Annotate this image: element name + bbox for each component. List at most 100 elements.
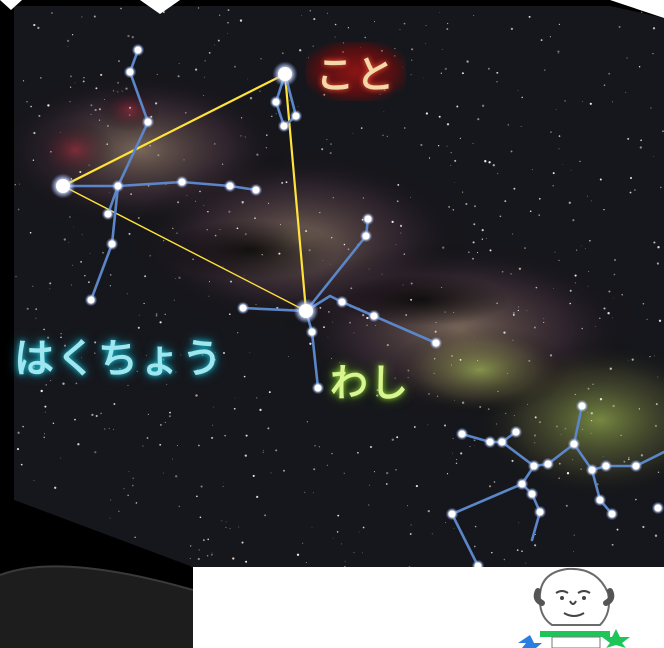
background-star xyxy=(488,408,490,410)
background-star xyxy=(26,101,27,102)
background-star xyxy=(289,100,290,101)
background-star xyxy=(67,40,69,42)
background-star xyxy=(494,481,495,482)
background-star xyxy=(517,549,519,551)
background-star xyxy=(565,428,567,430)
background-star xyxy=(211,554,212,555)
background-star xyxy=(556,109,557,110)
background-star xyxy=(94,109,96,111)
bald-man-mascot-icon xyxy=(512,563,642,648)
constellation-star xyxy=(273,99,280,106)
background-star xyxy=(405,314,407,316)
background-star xyxy=(534,434,536,436)
background-star xyxy=(228,211,230,213)
background-star xyxy=(451,365,452,366)
background-star xyxy=(183,159,184,160)
background-star xyxy=(511,460,513,462)
background-star xyxy=(587,196,588,197)
background-star xyxy=(269,391,271,393)
background-star xyxy=(375,325,376,326)
background-star xyxy=(612,317,613,318)
background-star xyxy=(369,269,370,270)
background-star xyxy=(521,550,523,552)
background-star xyxy=(195,201,196,202)
background-star xyxy=(650,107,651,108)
background-star xyxy=(220,229,221,230)
background-star xyxy=(163,240,164,241)
constellation-star xyxy=(433,340,440,347)
background-star xyxy=(344,244,346,246)
background-star xyxy=(595,326,596,327)
background-star xyxy=(575,282,576,283)
background-star xyxy=(305,230,307,232)
background-star xyxy=(518,310,519,311)
background-star xyxy=(223,266,224,267)
background-star xyxy=(432,534,433,535)
background-star xyxy=(245,233,247,235)
background-star xyxy=(653,27,655,29)
background-star xyxy=(400,29,401,30)
background-star xyxy=(60,132,61,133)
background-star xyxy=(225,527,226,528)
background-star xyxy=(396,436,398,438)
background-star xyxy=(17,432,19,434)
background-star xyxy=(113,90,114,91)
background-star xyxy=(518,523,519,524)
background-star xyxy=(34,480,35,481)
background-star xyxy=(263,450,264,451)
background-star xyxy=(337,531,339,533)
background-star xyxy=(486,238,487,239)
background-star xyxy=(447,146,448,147)
background-star xyxy=(572,459,573,460)
background-star xyxy=(349,322,351,324)
background-star xyxy=(569,202,571,204)
background-star xyxy=(368,504,369,505)
background-star xyxy=(53,423,54,424)
background-star xyxy=(386,483,388,485)
constellation-star xyxy=(179,179,186,186)
background-star xyxy=(400,233,401,234)
background-star xyxy=(482,239,483,240)
constellation-star xyxy=(56,179,70,193)
background-star xyxy=(156,315,158,317)
background-star xyxy=(90,253,91,254)
background-star xyxy=(640,140,642,142)
background-star xyxy=(640,146,642,148)
background-star xyxy=(361,127,363,129)
background-star xyxy=(553,288,554,289)
background-star xyxy=(530,210,532,212)
constellation-label-washi: わし xyxy=(330,352,410,407)
background-star xyxy=(511,28,513,30)
background-star xyxy=(535,534,536,535)
background-star xyxy=(497,391,498,392)
background-star xyxy=(178,75,180,77)
background-star xyxy=(133,478,134,479)
background-star xyxy=(250,97,252,99)
constellation-star xyxy=(88,297,95,304)
background-star xyxy=(147,437,149,439)
background-star xyxy=(230,281,232,283)
background-star xyxy=(209,281,210,282)
background-star xyxy=(612,405,614,407)
background-star xyxy=(332,322,333,323)
background-star xyxy=(474,439,476,441)
background-star xyxy=(159,444,161,446)
background-star xyxy=(118,60,120,62)
background-star xyxy=(172,228,173,229)
background-star xyxy=(19,184,20,185)
background-star xyxy=(574,535,575,536)
background-star xyxy=(312,527,313,528)
background-star xyxy=(441,73,442,74)
background-star xyxy=(40,77,42,79)
constellation-star xyxy=(449,511,456,518)
background-star xyxy=(504,200,506,202)
background-star xyxy=(45,412,46,413)
constellation-star xyxy=(240,305,247,312)
background-star xyxy=(452,209,454,211)
background-star xyxy=(585,248,586,249)
constellation-star xyxy=(603,463,610,470)
background-star xyxy=(491,552,492,553)
background-star xyxy=(17,448,19,450)
background-star xyxy=(632,359,634,361)
background-star xyxy=(502,271,504,273)
